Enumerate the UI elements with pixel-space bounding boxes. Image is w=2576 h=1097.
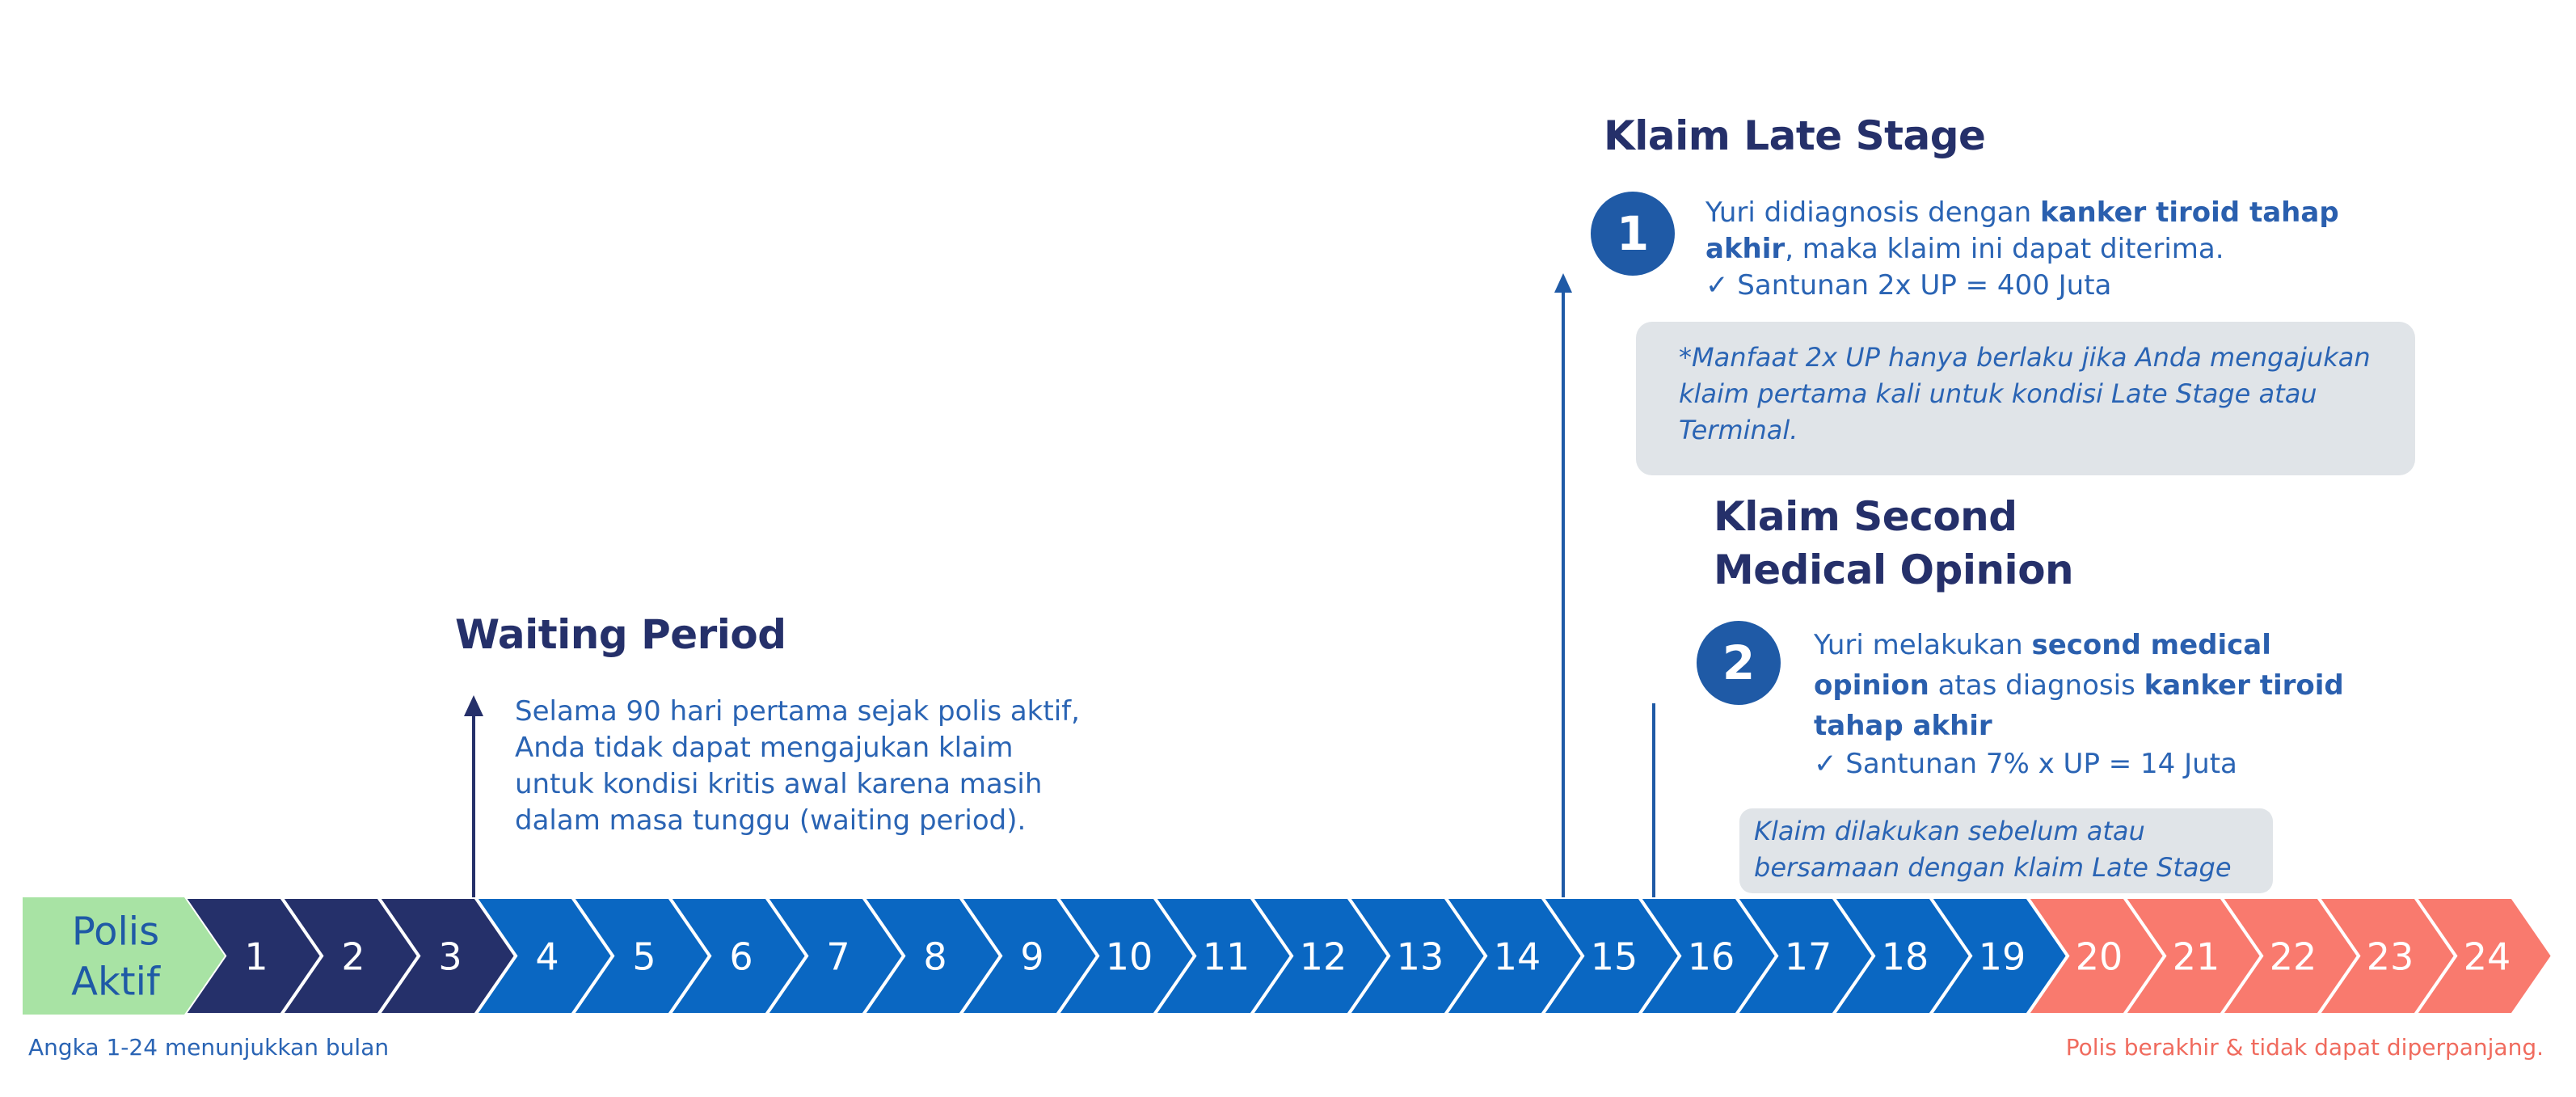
month-label-21: 21: [2173, 935, 2220, 979]
month-label-5: 5: [632, 935, 656, 979]
second-opinion-desc-text: Yuri melakukan: [1814, 629, 2032, 661]
waiting-period-desc-line: dalam masa tunggu (waiting period).: [515, 804, 1027, 837]
second-opinion-desc-bold: tahap akhir: [1814, 710, 1992, 742]
policy-active-label: Aktif: [71, 960, 161, 1005]
month-label-12: 12: [1300, 935, 1347, 979]
month-label-11: 11: [1203, 935, 1250, 979]
second-opinion-description: Yuri melakukan second medical opinion at…: [1814, 625, 2396, 783]
month-label-1: 1: [244, 935, 268, 979]
month-label-3: 3: [438, 935, 462, 979]
month-label-14: 14: [1494, 935, 1541, 979]
late-stage-desc-text: , maka klaim ini dapat diterima.: [1785, 233, 2224, 265]
second-opinion-title-line: Medical Opinion: [1714, 546, 2074, 593]
second-opinion-desc-line: opinion atas diagnosis kanker tiroid: [1814, 665, 2396, 706]
late-stage-desc-text: Yuri didiagnosis dengan: [1705, 196, 2040, 229]
waiting-period-desc-line: untuk kondisi kritis awal karena masih: [515, 768, 1043, 800]
late-stage-desc-line: akhir, maka klaim ini dapat diterima.: [1705, 231, 2352, 268]
waiting-period-title: Waiting Period: [455, 611, 786, 658]
second-opinion-benefit: ✓ Santunan 7% x UP = 14 Juta: [1814, 748, 2237, 780]
month-label-7: 7: [826, 935, 850, 979]
waiting-period-arrow-head: [464, 695, 483, 716]
step-badge-2: 2: [1697, 621, 1781, 705]
late-stage-title: Klaim Late Stage: [1604, 112, 1986, 159]
policy-active-label: Polis: [72, 909, 159, 955]
second-opinion-title-line: Klaim Second: [1714, 493, 2017, 540]
second-opinion-desc-bold: kanker tiroid: [2144, 669, 2344, 702]
late-stage-desc-bold: kanker tiroid tahap: [2039, 196, 2339, 229]
late-stage-description: Yuri didiagnosis dengan kanker tiroid ta…: [1705, 195, 2352, 304]
second-opinion-note-line: bersamaan dengan klaim Late Stage: [1754, 852, 2232, 883]
step-badge-1: 1: [1591, 192, 1675, 276]
month-label-20: 20: [2076, 935, 2123, 979]
month-label-17: 17: [1785, 935, 1832, 979]
footnote-months-legend: Angka 1-24 menunjukkan bulan: [28, 1034, 390, 1061]
second-opinion-note-box: [1739, 808, 2273, 893]
waiting-period-desc-line: Selama 90 hari pertama sejak polis aktif…: [515, 695, 1080, 728]
month-label-23: 23: [2367, 935, 2414, 979]
second-opinion-desc-line: Yuri melakukan second medical: [1814, 625, 2396, 665]
month-label-9: 9: [1020, 935, 1043, 979]
late-stage-desc-line: Yuri didiagnosis dengan kanker tiroid ta…: [1705, 195, 2352, 231]
second-opinion-desc-bold: second medical: [2031, 629, 2271, 661]
late-stage-note-box: [1636, 322, 2415, 475]
second-opinion-desc-bold: opinion: [1814, 669, 1929, 702]
month-label-4: 4: [535, 935, 559, 979]
second-opinion-note: Klaim dilakukan sebelum atau bersamaan d…: [1754, 813, 2271, 886]
second-opinion-desc-line: tahap akhir: [1814, 706, 2396, 746]
month-label-10: 10: [1106, 935, 1153, 979]
second-opinion-note-line: Klaim dilakukan sebelum atau: [1754, 816, 2145, 846]
month-label-8: 8: [923, 935, 947, 979]
month-label-16: 16: [1688, 935, 1735, 979]
second-opinion-desc-text: atas diagnosis: [1929, 669, 2144, 702]
late-stage-arrow-head: [1554, 273, 1572, 293]
month-label-19: 19: [1979, 935, 2026, 979]
waiting-period-description: Selama 90 hari pertama sejak polis aktif…: [515, 694, 1097, 839]
month-label-2: 2: [341, 935, 365, 979]
second-opinion-title: Klaim Second Medical Opinion: [1714, 490, 2074, 597]
late-stage-note-line: Terminal.: [1679, 415, 1798, 445]
month-label-6: 6: [729, 935, 753, 979]
policy-active-start-block: [23, 897, 225, 1015]
month-label-18: 18: [1882, 935, 1929, 979]
month-label-24: 24: [2464, 935, 2511, 979]
late-stage-note-line: klaim pertama kali untuk kondisi Late St…: [1679, 378, 2317, 409]
month-label-13: 13: [1397, 935, 1444, 979]
month-label-22: 22: [2270, 935, 2317, 979]
late-stage-desc-bold: akhir: [1705, 233, 1785, 265]
late-stage-benefit: ✓ Santunan 2x UP = 400 Juta: [1705, 269, 2112, 302]
late-stage-note-line: *Manfaat 2x UP hanya berlaku jika Anda m…: [1679, 342, 2371, 373]
footnote-policy-end: Polis berakhir & tidak dapat diperpanjan…: [2065, 1034, 2544, 1061]
waiting-period-desc-line: Anda tidak dapat mengajukan klaim: [515, 732, 1014, 764]
month-label-15: 15: [1591, 935, 1638, 979]
late-stage-note: *Manfaat 2x UP hanya berlaku jika Anda m…: [1679, 340, 2406, 449]
